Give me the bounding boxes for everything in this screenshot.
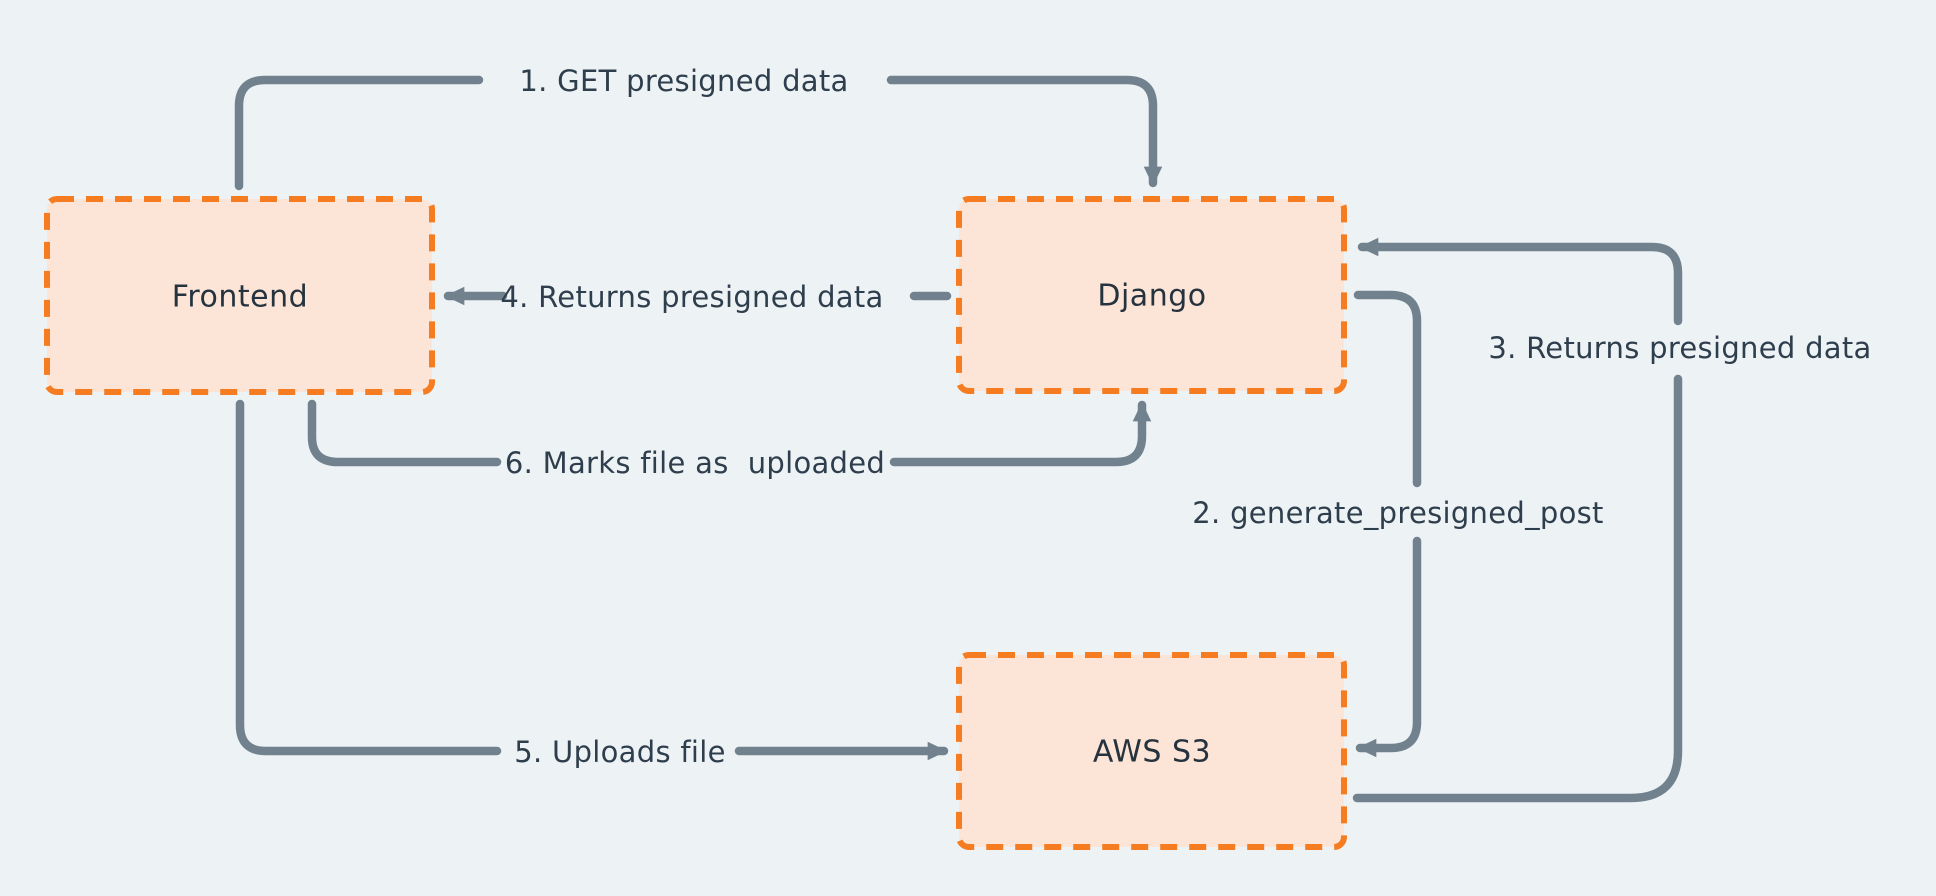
edge-marks-file-as-uploaded: 6. Marks file as uploaded — [307, 399, 1152, 480]
edge-returns-presigned-data-to-frontend: 4. Returns presigned data — [443, 280, 952, 314]
aws-s3-node: AWS S3 — [956, 652, 1347, 850]
edge-2-segment-top — [1353, 290, 1422, 488]
edge-5-segment-left — [235, 399, 502, 756]
frontend-node-label: Frontend — [172, 280, 308, 315]
edge-generate-presigned-post: 2. generate_presigned_post — [1192, 290, 1603, 758]
edge-3-label: 3. Returns presigned data — [1488, 331, 1871, 365]
edge-uploads-file: 5. Uploads file — [235, 399, 949, 769]
django-node: Django — [956, 196, 1347, 394]
edge-3-segment-top — [1357, 237, 1683, 326]
frontend-node: Frontend — [44, 196, 435, 395]
django-node-label: Django — [1097, 279, 1206, 314]
edge-get-presigned-data: 1. GET presigned data — [234, 64, 1163, 191]
frontend-node-box — [44, 196, 435, 395]
edge-2-label: 2. generate_presigned_post — [1192, 496, 1603, 530]
edge-1-label: 1. GET presigned data — [519, 64, 848, 98]
aws-s3-node-label: AWS S3 — [1093, 735, 1211, 770]
edge-2-segment-bottom — [1355, 536, 1422, 758]
django-node-box — [956, 196, 1347, 394]
edge-3-segment-bottom — [1352, 374, 1683, 803]
aws-s3-node-box — [956, 652, 1347, 850]
edge-4-label: 4. Returns presigned data — [500, 280, 883, 314]
edge-6-segment-left — [307, 399, 502, 467]
edge-6-segment-right — [889, 400, 1152, 467]
edge-5-label: 5. Uploads file — [514, 735, 726, 769]
edge-1-segment-left — [234, 75, 484, 191]
edge-6-label: 6. Marks file as uploaded — [505, 446, 885, 480]
edge-1-segment-right — [886, 75, 1163, 188]
edge-returns-presigned-data-to-django: 3. Returns presigned data — [1352, 237, 1871, 803]
